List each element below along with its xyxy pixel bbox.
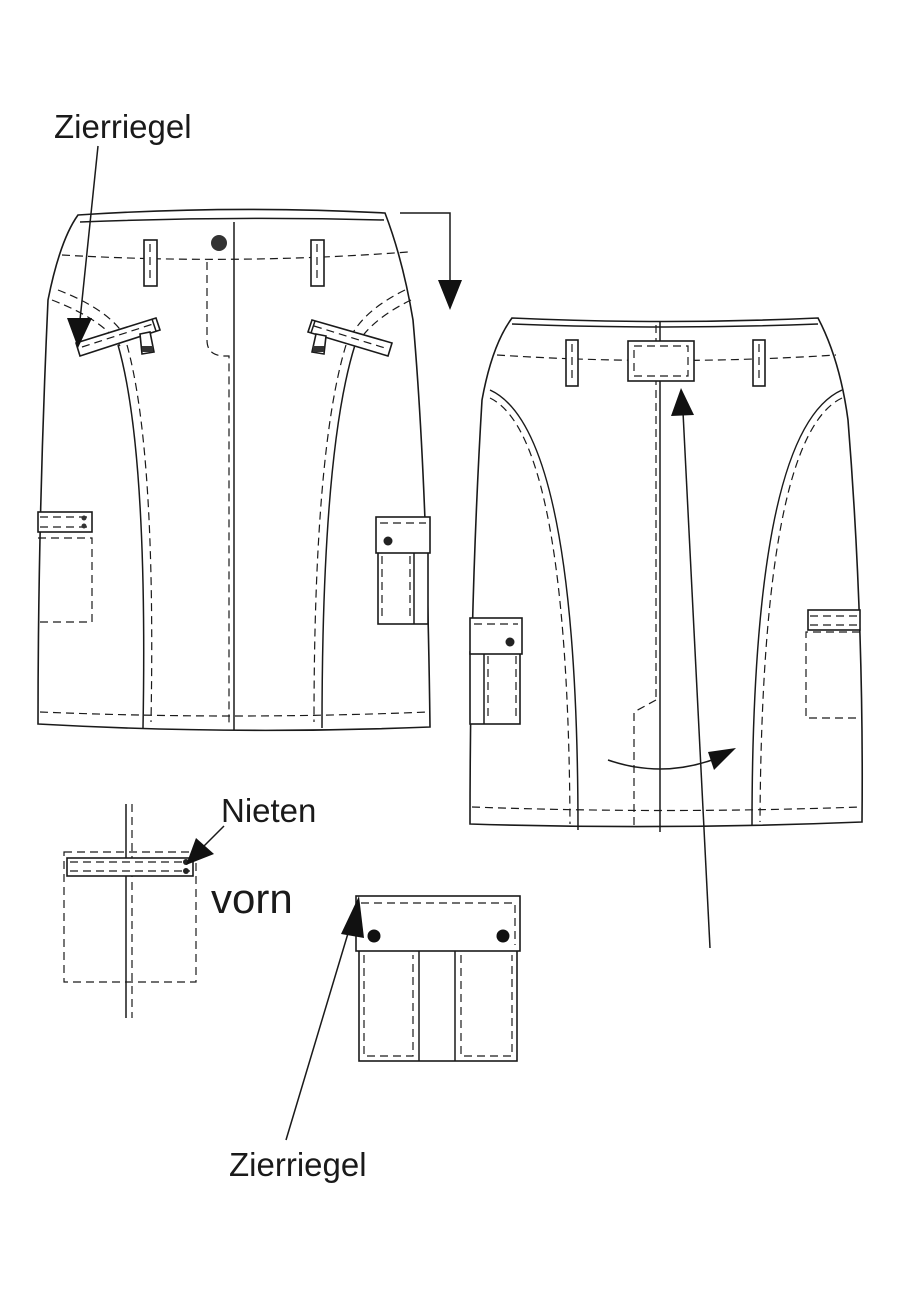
detail-pocket-body: [358, 949, 518, 1062]
back-skirt-outline: [469, 317, 864, 828]
back-waistband-stitch: [496, 354, 837, 362]
back-panel-seam-right-stitch: [759, 397, 843, 823]
zierriegel-bottom-pointer: [285, 896, 364, 1141]
detail-pocket-button-right: [496, 929, 510, 943]
back-cargo-pocket-right: [805, 609, 861, 719]
nieten-pointer: [186, 825, 225, 865]
front-waistband-line: [79, 217, 385, 223]
label-zierriegel-bottom: Zierriegel: [229, 1146, 367, 1183]
detail-pocket-right-stitch: [460, 955, 513, 1057]
label-zierriegel-top: Zierriegel: [54, 108, 192, 145]
detail-pocket-button-left: [367, 929, 381, 943]
view-transition-arrow: [400, 212, 462, 310]
front-zierriegel-left: [75, 317, 162, 358]
back-curved-arrowhead: [708, 748, 736, 770]
detail-riveted-tab: [63, 804, 197, 1018]
rivet-bottom: [183, 868, 189, 874]
front-button: [211, 235, 227, 251]
back-cargo-pocket-left: [469, 617, 523, 725]
label-nieten: Nieten: [221, 792, 316, 829]
detail-pocket-flap-stitch: [361, 902, 516, 945]
back-waistband-line: [511, 323, 819, 328]
back-label-tab: [627, 340, 695, 382]
label-vorn: vorn: [211, 875, 293, 922]
detail-pocket-flap: [355, 895, 521, 952]
front-view-skirt: [37, 208, 431, 732]
front-panel-seam-left-stitch: [126, 344, 153, 723]
detail-cargo-pocket: [355, 895, 521, 1062]
front-cargo-pocket-left: [37, 511, 93, 623]
back-label-pointer: [671, 388, 711, 949]
zierriegel-top-pointer: [67, 145, 99, 348]
detail-tab-outer-stitch: [63, 851, 197, 983]
back-label-tab-stitch: [633, 345, 689, 377]
front-panel-seam-left: [117, 344, 145, 729]
back-view-skirt: [469, 317, 864, 832]
back-panel-seam-right: [751, 389, 843, 827]
front-zierriegel-right: [306, 319, 394, 357]
front-cargo-pocket-right: [375, 516, 431, 625]
back-panel-seam-left-stitch: [489, 397, 571, 825]
front-waistband-stitch: [61, 251, 409, 260]
back-panel-seam-left: [489, 389, 579, 831]
detail-tab-bar: [66, 857, 194, 877]
front-panel-seam-right-stitch: [313, 344, 347, 723]
front-panel-seam-right: [321, 344, 356, 729]
detail-pocket-left-stitch: [363, 955, 414, 1057]
front-fly-stitch: [206, 262, 230, 725]
